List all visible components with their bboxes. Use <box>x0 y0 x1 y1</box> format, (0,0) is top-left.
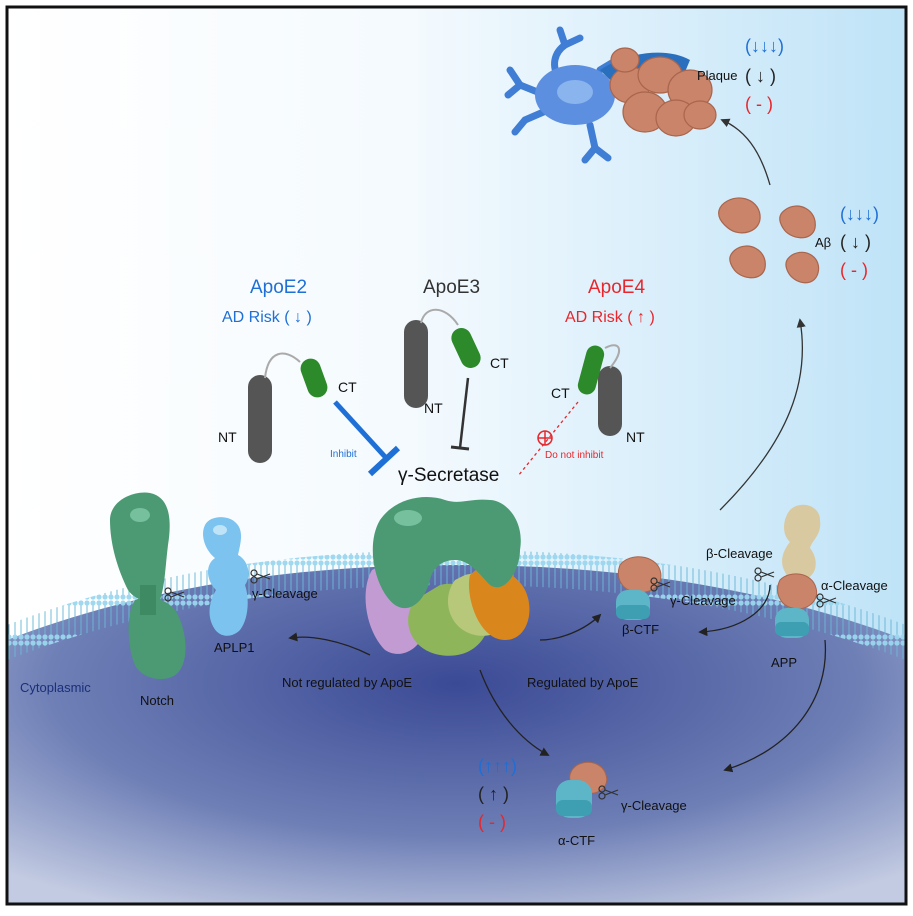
apoe3-hinge <box>420 308 459 326</box>
apoe3-inhibit-line <box>458 377 470 449</box>
aplp1-protein <box>203 517 249 636</box>
frame-border <box>5 5 908 906</box>
arrow-app-to-abeta <box>719 318 806 511</box>
arrow-to-beta-ctf <box>539 613 602 641</box>
alpha-ctf-effect-apoe4: ( - ) <box>478 812 506 832</box>
beta-cleavage-label: β-Cleavage <box>706 546 773 561</box>
apoe3-ct-label: CT <box>490 355 509 371</box>
apoe2-ct-helix <box>300 358 328 398</box>
scissors-icon <box>598 785 619 800</box>
abeta-effect-apoe3: ( ↓ ) <box>840 232 871 252</box>
app-protein <box>775 504 821 638</box>
do-not-inhibit-label: Do not inhibit <box>545 450 604 461</box>
abeta-label: Aβ <box>815 235 831 250</box>
inhibit-bar-icon <box>367 445 401 477</box>
alpha-ctf-effect-apoe3: ( ↑ ) <box>478 784 509 804</box>
alpha-ctf-effect-apoe2: (↑↑↑) <box>478 756 517 776</box>
cytoplasm-region <box>7 565 906 904</box>
notch-receptor <box>110 492 186 680</box>
arrow-app-to-alpha-ctf <box>723 639 827 773</box>
apoe2-hinge <box>264 352 301 379</box>
apoe3-ct-helix <box>451 328 481 368</box>
aplp1-gamma-cleavage-label: γ-Cleavage <box>252 586 318 601</box>
neuron-with-plaque <box>504 26 717 164</box>
apoe4-ad-risk: AD Risk ( ↑ ) <box>565 309 655 326</box>
scissors-icon <box>754 567 775 582</box>
plaque-effect-apoe4: ( - ) <box>745 94 773 114</box>
plaque-effect-apoe2: (↓↓↓) <box>745 36 784 56</box>
abeta-effect-apoe4: ( - ) <box>840 260 868 280</box>
not-regulated-label: Not regulated by ApoE <box>282 675 412 690</box>
alpha-ctf-label: α-CTF <box>558 833 595 848</box>
gamma-secretase-complex <box>365 497 530 656</box>
cytoplasmic-label: Cytoplasmic <box>20 680 91 695</box>
apoe4-title: ApoE4 <box>588 277 645 298</box>
beta-ctf-label: β-CTF <box>622 622 659 637</box>
apoe3-title: ApoE3 <box>423 277 480 298</box>
gamma-subunit-orange <box>468 567 530 640</box>
apoe4-no-inhibit-line <box>517 401 579 477</box>
alpha-ctf-gamma-cleavage-label: γ-Cleavage <box>621 798 687 813</box>
gamma-secretase-label: γ-Secretase <box>398 465 499 486</box>
scissors-icon <box>650 577 671 592</box>
apoe2-ct-label: CT <box>338 379 357 395</box>
arrow-abeta-to-plaque <box>720 118 771 186</box>
aplp1-label: APLP1 <box>214 640 254 655</box>
apoe4-ct-helix <box>577 345 605 395</box>
apoe3-inhibit-bar-icon <box>450 445 470 451</box>
notch-label: Notch <box>140 693 174 708</box>
arrow-to-aplp1 <box>288 632 371 656</box>
apoe3-nt-helix <box>404 320 428 408</box>
app-label: APP <box>771 655 797 670</box>
circle-plus-icon <box>537 430 553 446</box>
apoe4-ct-label: CT <box>551 385 570 401</box>
apoe2-nt-helix <box>248 375 272 463</box>
apoe2-nt-label: NT <box>218 429 237 445</box>
abeta-effect-apoe2: (↓↓↓) <box>840 204 879 224</box>
plaque-label: Plaque <box>697 68 737 83</box>
inhibit-label: Inhibit <box>330 449 357 460</box>
abeta-monomers <box>718 197 820 284</box>
arrow-to-alpha-ctf <box>479 669 550 756</box>
apoe3-nt-label: NT <box>424 400 443 416</box>
apoe4-nt-helix <box>598 366 622 436</box>
neuron-nucleus <box>557 80 593 104</box>
scissors-icon <box>164 587 185 602</box>
apoe2-ad-risk: AD Risk ( ↓ ) <box>222 309 312 326</box>
apoe4-nt-label: NT <box>626 429 645 445</box>
apoe4-hinge <box>604 344 620 369</box>
scissors-icon <box>250 569 271 584</box>
alpha-cleavage-label: α-Cleavage <box>821 578 888 593</box>
arrow-app-to-beta-ctf <box>698 584 771 637</box>
beta-ctf <box>616 556 662 620</box>
apoe2-inhibit-line <box>333 400 390 462</box>
regulated-label: Regulated by ApoE <box>527 675 639 690</box>
scissors-icon <box>816 593 837 608</box>
apoe2-title: ApoE2 <box>250 277 307 298</box>
beta-ctf-gamma-cleavage-label: γ-Cleavage <box>670 593 736 608</box>
plaque-effect-apoe3: ( ↓ ) <box>745 66 776 86</box>
plaque-aggregate <box>609 47 717 137</box>
alpha-ctf <box>556 761 608 818</box>
